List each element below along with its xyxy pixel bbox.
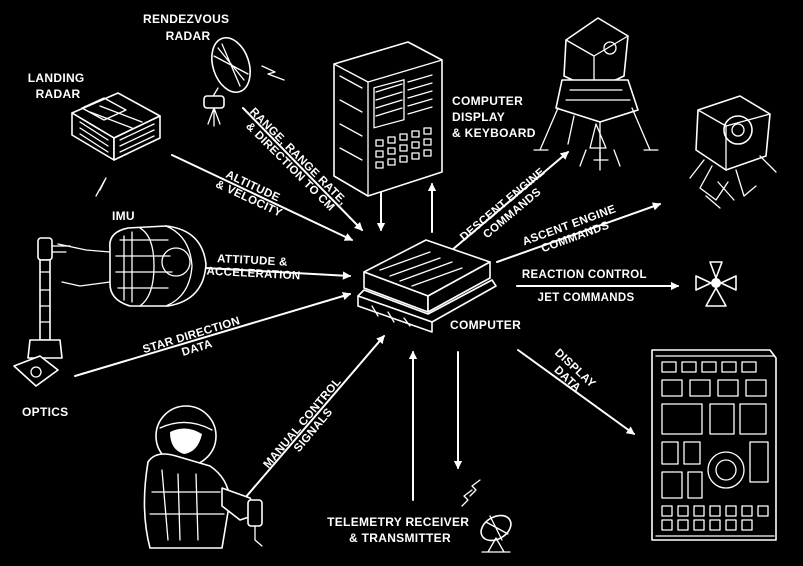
control-panel-drawing xyxy=(651,349,777,541)
lm-ascent-drawing xyxy=(689,95,777,209)
arrow-landing-radar-to-computer xyxy=(171,154,354,241)
flow-arrows xyxy=(74,107,680,501)
telemetry-antenna-drawing xyxy=(461,479,512,553)
computer-display-label: COMPUTER DISPLAY & KEYBOARD xyxy=(452,94,536,140)
ascent-engine-label: ASCENT ENGINE COMMANDS xyxy=(521,202,625,260)
arrow-astronaut-to-computer xyxy=(244,335,385,499)
arrow-computer-to-panel xyxy=(517,349,636,435)
rcs-quad-drawing xyxy=(695,261,737,307)
arrow-rendezvous-radar-to-computer xyxy=(242,107,363,231)
component-labels: RENDEZVOUS RADAR LANDING RADAR IMU OPTIC… xyxy=(22,12,536,545)
rendezvous-radar-label: RENDEZVOUS RADAR xyxy=(143,12,233,43)
imu-drawing xyxy=(57,225,207,307)
landing-radar-label: LANDING RADAR xyxy=(28,71,88,101)
rendezvous-radar-drawing xyxy=(203,36,285,127)
star-direction-label: STAR DIRECTION DATA xyxy=(141,314,249,369)
arrow-computer-to-descent-engine xyxy=(451,151,569,251)
arrow-optics-to-computer xyxy=(74,292,352,377)
dsky-drawing xyxy=(333,41,443,197)
manual-control-label: MANUAL CONTROL SIGNALS xyxy=(261,373,355,479)
arrow-computer-to-ascent-engine xyxy=(496,202,662,263)
lm-descent-drawing xyxy=(533,17,659,171)
imu-label: IMU xyxy=(112,209,135,223)
altitude-signal-label: ALTITUDE & VELOCITY xyxy=(214,167,290,220)
attitude-acceleration-label: ATTITUDE & ACCELERATION xyxy=(206,253,301,283)
computer-label: COMPUTER xyxy=(450,318,521,332)
optics-label: OPTICS xyxy=(22,405,68,419)
computer-drawing xyxy=(357,239,497,333)
reaction-control-label: REACTION CONTROL JET COMMANDS xyxy=(522,269,650,304)
landing-radar-drawing xyxy=(71,92,161,197)
telemetry-label: TELEMETRY RECEIVER & TRANSMITTER xyxy=(327,515,473,545)
astronaut-drawing xyxy=(143,405,263,549)
arrow-imu-to-computer xyxy=(204,267,352,280)
optics-drawing xyxy=(13,237,71,387)
